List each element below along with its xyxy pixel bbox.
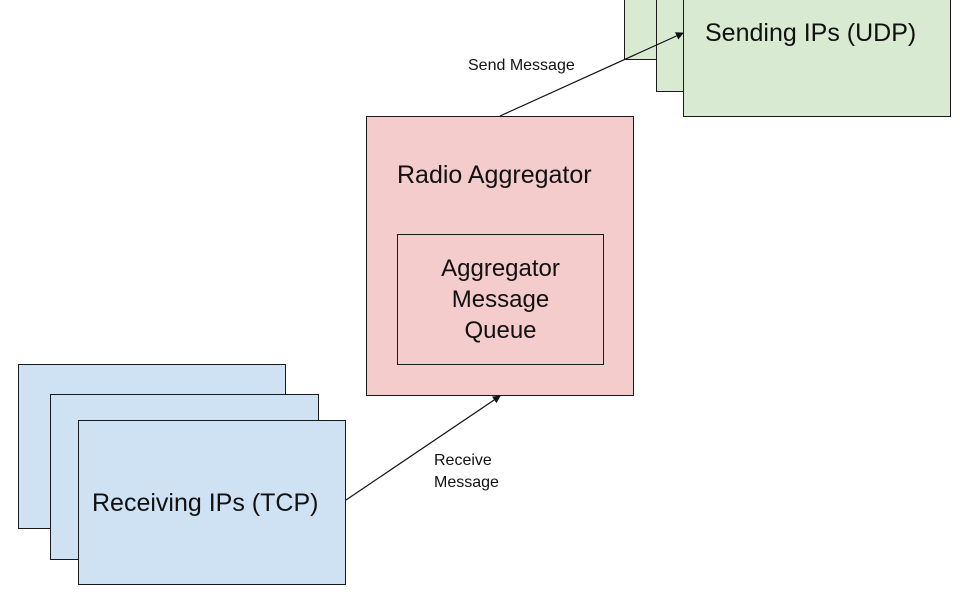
- message-queue-box: [397, 234, 604, 365]
- send-message-label: Send Message: [468, 57, 575, 74]
- sending-ip-card-front: [683, 0, 951, 117]
- receiving-ip-card-front: [78, 420, 346, 585]
- message-queue-label-line3: Queue: [464, 317, 537, 344]
- message-queue-label: Aggregator Message Queue: [397, 253, 604, 346]
- receiving-ip-label: Receiving IPs (TCP): [92, 489, 319, 517]
- sending-ip-label: Sending IPs (UDP): [705, 19, 917, 47]
- receive-message-label-line1: Receive: [434, 452, 492, 469]
- message-queue-label-line2: Message: [451, 286, 550, 313]
- radio-aggregator-title: Radio Aggregator: [397, 161, 592, 189]
- message-queue-label-line1: Aggregator: [441, 255, 560, 282]
- receive-message-label-line2: Message: [434, 474, 499, 491]
- receive-message-label: Receive Message: [434, 450, 499, 494]
